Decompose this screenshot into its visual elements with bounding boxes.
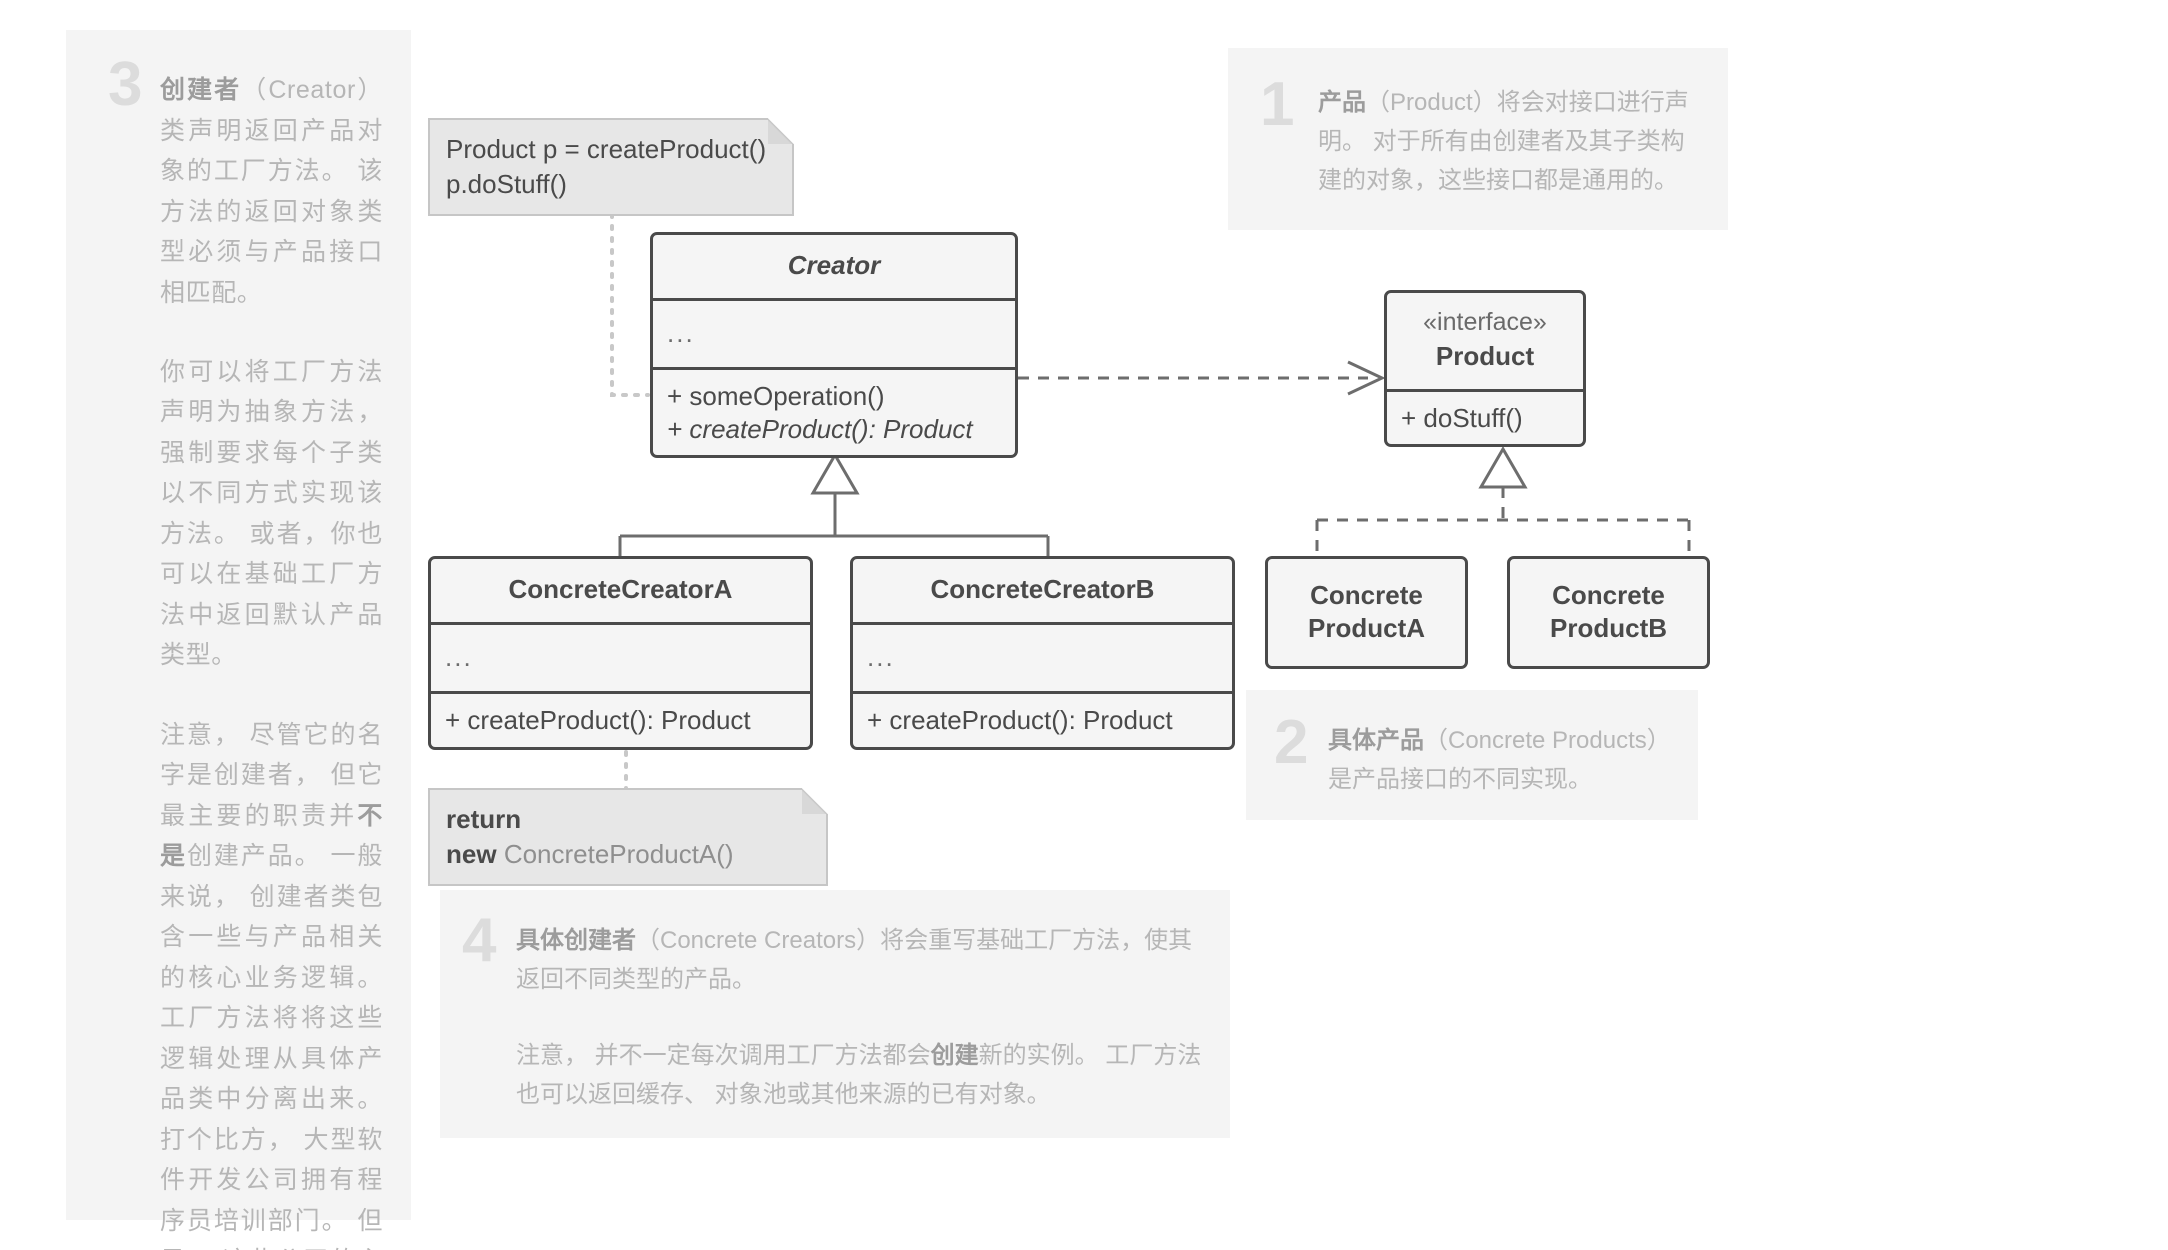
annotation-1-body: 产品（Product）将会对接口进行声明。 对于所有由创建者及其子类构建的对象，… — [1318, 84, 1702, 201]
annotation-panel-3: 3 创建者（Creator）类声明返回产品对象的工厂方法。 该方法的返回对象类型… — [66, 30, 411, 1250]
class-concrete-product-b-name-line-1: Concrete — [1552, 580, 1665, 610]
class-creator[interactable]: Creator ... + someOperation() + createPr… — [650, 232, 1018, 458]
annotation-3-p3-part2: 创建产品。 一般来说， 创建者类包含一些与产品相关的核心业务逻辑。 工厂方法将将… — [160, 842, 383, 1250]
class-concrete-creator-b-attributes: ... — [853, 621, 1232, 692]
note-usage-line-2: p.doStuff() — [446, 168, 567, 199]
annotation-number-4: 4 — [462, 906, 497, 975]
class-creator-operations: + someOperation() + createProduct(): Pro… — [653, 367, 1015, 455]
class-concrete-creator-b-title: ConcreteCreatorB — [930, 574, 1155, 604]
annotation-1-paragraph-1: 产品（Product）将会对接口进行声明。 对于所有由创建者及其子类构建的对象，… — [1318, 84, 1702, 201]
annotation-4-body: 具体创建者（Concrete Creators）将会重写基础工厂方法，使其返回不… — [516, 922, 1204, 1115]
interface-product-operations: + doStuff() — [1387, 388, 1583, 445]
annotation-4-lead: 具体创建者 — [516, 927, 636, 954]
class-concrete-creator-b-operation-0: + createProduct(): Product — [867, 705, 1173, 735]
note-usage-line-1: Product p = createProduct() — [446, 134, 767, 164]
note-link-usage — [610, 188, 650, 397]
annotation-panel-2: 2 具体产品（Concrete Products）是产品接口的不同实现。 — [1246, 690, 1698, 820]
class-concrete-creator-a-operations: + createProduct(): Product — [431, 691, 810, 747]
annotation-number-3: 3 — [108, 50, 143, 119]
class-creator-attributes: ... — [653, 297, 1015, 368]
interface-product-operation-0: + doStuff() — [1401, 402, 1523, 433]
annotation-number-1: 1 — [1260, 70, 1295, 139]
class-concrete-product-a-name-line-1: Concrete — [1310, 580, 1423, 610]
class-concrete-creator-a-title: ConcreteCreatorA — [508, 574, 733, 604]
note-return-expression-text: ConcreteProductA() — [503, 838, 734, 869]
annotation-4-paragraph-1: 具体创建者（Concrete Creators）将会重写基础工厂方法，使其返回不… — [516, 922, 1204, 1000]
interface-product[interactable]: «interface» Product + doStuff() — [1384, 290, 1586, 448]
interface-product-stereotype: «interface» — [1423, 308, 1547, 336]
annotation-2-body: 具体产品（Concrete Products）是产品接口的不同实现。 — [1328, 722, 1678, 800]
annotation-1-text: （Product）将会对接口进行声明。 对于所有由创建者及其子类构建的对象，这些… — [1318, 89, 1689, 194]
class-concrete-creator-b[interactable]: ConcreteCreatorB ... + createProduct(): … — [850, 556, 1235, 750]
annotation-4-p2-bold: 创建 — [930, 1041, 979, 1069]
class-concrete-product-b[interactable]: Concrete ProductB — [1507, 556, 1710, 669]
class-concrete-product-a-name-line-2: ProductA — [1308, 612, 1425, 643]
annotation-1-lead: 产品 — [1318, 89, 1366, 116]
interface-product-title: «interface» Product — [1387, 293, 1583, 389]
relation-dependency-creator-product — [1018, 360, 1386, 396]
annotation-4-p2-part1: 注意， 并不一定每次调用工厂方法都会 — [516, 1041, 931, 1069]
annotation-panel-1: 1 产品（Product）将会对接口进行声明。 对于所有由创建者及其子类构建的对… — [1228, 48, 1728, 230]
class-concrete-product-a-title: Concrete ProductA — [1268, 559, 1465, 666]
class-creator-title: Creator — [787, 250, 881, 280]
interface-product-name: Product — [1435, 341, 1535, 372]
annotation-3-text-1: （Creator）类声明返回产品对象的工厂方法。 该方法的返回对象类型必须与产品… — [160, 76, 383, 307]
annotation-2-text: （Concrete Products）是产品接口的不同实现。 — [1328, 727, 1671, 793]
note-return-keyword: return new — [446, 804, 522, 869]
annotation-number-2: 2 — [1274, 708, 1309, 777]
note-usage: Product p = createProduct() p.doStuff() — [428, 118, 794, 217]
annotation-panel-4: 4 具体创建者（Concrete Creators）将会重写基础工厂方法，使其返… — [440, 890, 1230, 1138]
class-concrete-product-a[interactable]: Concrete ProductA — [1265, 556, 1468, 669]
annotation-4-p2-part2: 新的实例。 工厂方法也可以返回缓存、 对象池或其他来源的已有对象。 — [516, 1041, 1202, 1108]
annotation-3-p3-part1: 注意， 尽管它的名字是创建者， 但它最主要的职责并 — [160, 720, 383, 830]
class-concrete-creator-a[interactable]: ConcreteCreatorA ... + createProduct(): … — [428, 556, 813, 750]
class-concrete-product-b-name-line-2: ProductB — [1550, 612, 1667, 643]
relation-generalization-creators — [618, 452, 1050, 560]
class-creator-operation-0: + someOperation() — [667, 381, 885, 411]
annotation-3-paragraph-3: 注意， 尽管它的名字是创建者， 但它最主要的职责并不是创建产品。 一般来说， 创… — [160, 715, 383, 1250]
annotation-4-paragraph-2: 注意， 并不一定每次调用工厂方法都会创建新的实例。 工厂方法也可以返回缓存、 对… — [516, 1037, 1204, 1115]
annotation-2-paragraph-1: 具体产品（Concrete Products）是产品接口的不同实现。 — [1328, 722, 1678, 800]
class-concrete-product-b-title: Concrete ProductB — [1510, 559, 1707, 666]
note-return: return new ConcreteProductA() — [428, 788, 828, 887]
relation-realization-products — [1315, 446, 1691, 558]
annotation-3-body: 创建者（Creator）类声明返回产品对象的工厂方法。 该方法的返回对象类型必须… — [160, 70, 383, 1250]
annotation-3-paragraph-1: 创建者（Creator）类声明返回产品对象的工厂方法。 该方法的返回对象类型必须… — [160, 70, 383, 313]
annotation-3-paragraph-2: 你可以将工厂方法声明为抽象方法， 强制要求每个子类以不同方式实现该方法。 或者，… — [160, 357, 383, 670]
annotation-3-lead: 创建者 — [160, 76, 242, 104]
annotation-2-lead: 具体产品 — [1328, 727, 1424, 754]
annotation-4-text-1: （Concrete Creators）将会重写基础工厂方法，使其返回不同类型的产… — [516, 927, 1193, 993]
class-concrete-creator-b-operations: + createProduct(): Product — [853, 691, 1232, 747]
class-concrete-creator-a-attributes: ... — [431, 621, 810, 692]
note-return-expression — [497, 839, 504, 869]
class-creator-operation-1: + createProduct(): Product — [667, 413, 973, 444]
class-concrete-creator-a-operation-0: + createProduct(): Product — [445, 705, 751, 735]
annotation-3-p3-bold: 不是 — [160, 801, 383, 871]
